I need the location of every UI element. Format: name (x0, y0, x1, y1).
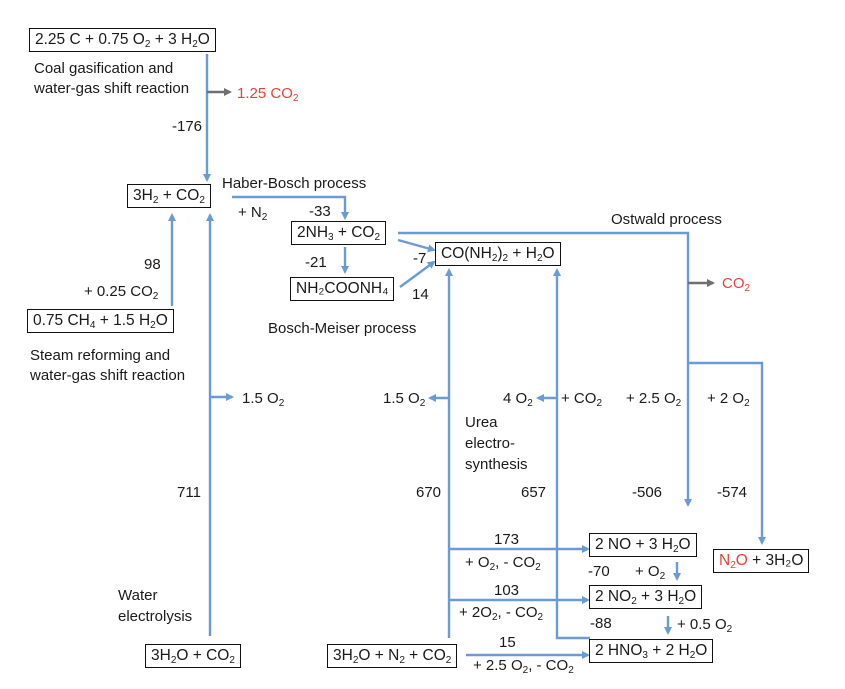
arrow-to-n2o (688, 361, 766, 545)
value-103: 103 (494, 582, 520, 599)
arrow-haber-bosch (232, 195, 349, 220)
water-electrolysis-label-2: electrolysis (118, 608, 193, 625)
co2-out-top-label: 1.25 CO2 (237, 85, 299, 104)
methane-reactants-box: 0.75 CH4 + 1.5 H2O (27, 309, 174, 333)
o2-out-mid-label: 1.5 O2 (383, 390, 426, 409)
plus-25o2-label: + 2.5 O2 (626, 390, 682, 409)
value-98: 98 (144, 256, 161, 273)
value-minus-33: -33 (309, 203, 331, 220)
water-electrolysis-label-1: Water (118, 587, 158, 604)
plus-co2-label: + CO2 (561, 390, 602, 409)
urea-electro-label-2: electro- (465, 435, 516, 452)
value-711: 711 (177, 484, 201, 501)
arrow-hno3-to-urea (553, 268, 590, 640)
hno3-h2o-box: 2 HNO3 + 2 H2O (589, 639, 714, 663)
plus-2o2-label: + 2 O2 (707, 390, 750, 409)
n2o-red-label: N2O (719, 552, 748, 571)
value-670: 670 (416, 484, 442, 501)
value-minus-506: -506 (632, 484, 663, 501)
urea-box: CO(NH2)2 + H2O (435, 242, 561, 266)
arrow-carbamate-to-urea (399, 260, 436, 288)
plus-05o2-label: + 0.5 O2 (677, 616, 733, 635)
value-minus-88: -88 (590, 615, 612, 632)
n2o-h2o-box: N2O + 3H₂O (713, 549, 810, 573)
no2-h2o-box: 2 NO2 + 3 H2O (589, 585, 703, 609)
value-657: 657 (521, 484, 547, 501)
plus-25o2-minus-co2-label: + 2.5 O2, - CO2 (473, 657, 574, 676)
arrow-ostwald-line (398, 231, 692, 507)
co2-out-right-label: CO2 (722, 275, 751, 294)
value-minus-574: -574 (717, 484, 748, 501)
value-14: 14 (412, 286, 429, 303)
plus-o2-label: + O2 (635, 563, 666, 582)
water-co2-box: 3H2O + CO2 (145, 644, 241, 668)
plus-025co2-label: + 0.25 CO2 (84, 283, 159, 302)
haber-bosch-label: Haber-Bosch process (222, 175, 367, 192)
value-173: 173 (494, 531, 520, 548)
plus-o2-minus-co2-label: + O2, - CO2 (465, 554, 541, 573)
value-minus-21: -21 (305, 254, 327, 271)
coal-reactants-box: 2.25 C + 0.75 O2 + 3 H2O (29, 28, 216, 52)
steam-reforming-label: Steam reforming and (30, 347, 171, 364)
value-minus-7: -7 (413, 250, 427, 267)
steam-reforming-label-2: water-gas shift reaction (30, 367, 186, 384)
plus-2o2-minus-co2-label: + 2O2, - CO2 (459, 604, 544, 623)
electro-reactants-box: 3H2O + N2 + CO2 (327, 644, 458, 668)
plus-n2-label: + N2 (238, 204, 268, 223)
no-h2o-box: 2 NO + 3 H2O (589, 533, 697, 557)
coal-gasification-label: Coal gasification and (34, 60, 174, 77)
ostwald-label: Ostwald process (611, 211, 722, 228)
urea-electro-label-1: Urea (465, 414, 498, 431)
arrow-nh3-to-urea (397, 238, 436, 253)
carbamate-box: NH₂COONH₄ (290, 277, 395, 301)
coal-gasification-label-2: water-gas shift reaction (34, 80, 190, 97)
nh3-co2-box: 2NH3 + CO2 (291, 221, 387, 245)
o2-out-left-label: 1.5 O2 (242, 390, 285, 409)
urea-electro-label-3: synthesis (465, 456, 528, 473)
h2-co2-box: 3H2 + CO2 (127, 184, 211, 208)
value-minus-176: -176 (172, 118, 203, 135)
value-15: 15 (499, 634, 516, 651)
bosch-meiser-label: Bosch-Meiser process (268, 320, 417, 337)
value-minus-70: -70 (588, 563, 610, 580)
o2-4-label: 4 O2 (503, 390, 533, 409)
